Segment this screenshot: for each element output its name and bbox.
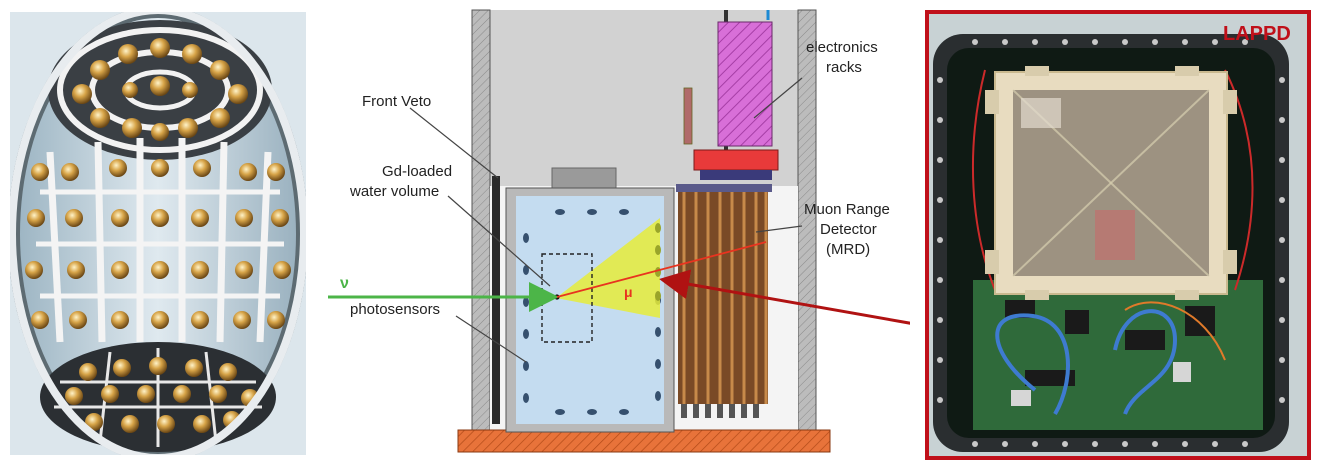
label-neutrino: ν [340, 275, 349, 292]
hall-right-wall [797, 9, 817, 431]
pmt-array-photo-icon [8, 6, 308, 462]
rack-platform [693, 149, 779, 171]
label-front-veto: Front Veto [362, 93, 431, 110]
electronics-rack [717, 21, 773, 147]
detector-diagram: Front Veto Gd-loaded water volume photos… [320, 0, 927, 468]
lappd-photo-frame [925, 10, 1311, 460]
mrd-leader [755, 225, 803, 233]
housing-bolts [937, 39, 1285, 447]
label-gd-water-line2: water volume [349, 183, 439, 200]
tank-lid [551, 167, 617, 191]
pmt-array-photo [8, 6, 308, 462]
lappd-photo: LAPPD [925, 10, 1311, 460]
electronics-leader [753, 77, 803, 119]
front-veto-panel [492, 176, 500, 424]
lappd-pointer-arrow [659, 269, 927, 328]
label-muon: μ [624, 284, 633, 300]
rack-cable-tray [683, 87, 693, 145]
rack-base [700, 170, 772, 180]
cherenkov-cone [556, 218, 660, 318]
mrd-stack [676, 184, 772, 418]
label-photosensors: photosensors [350, 301, 440, 318]
lappd-label: LAPPD [1223, 23, 1291, 45]
label-electronics-line1: electronics [806, 39, 878, 56]
label-mrd-line2: Detector [820, 221, 877, 238]
concrete-base [457, 429, 831, 453]
label-mrd-line1: Muon Range [804, 201, 890, 218]
label-electronics-line2: racks [826, 59, 862, 76]
photosensors-leader [455, 315, 527, 363]
label-mrd-line3: (MRD) [826, 241, 870, 258]
front-veto-leader [409, 107, 499, 179]
label-gd-water-line1: Gd-loaded [382, 163, 452, 180]
water-leader [447, 195, 551, 287]
signal-cables [972, 69, 1254, 416]
